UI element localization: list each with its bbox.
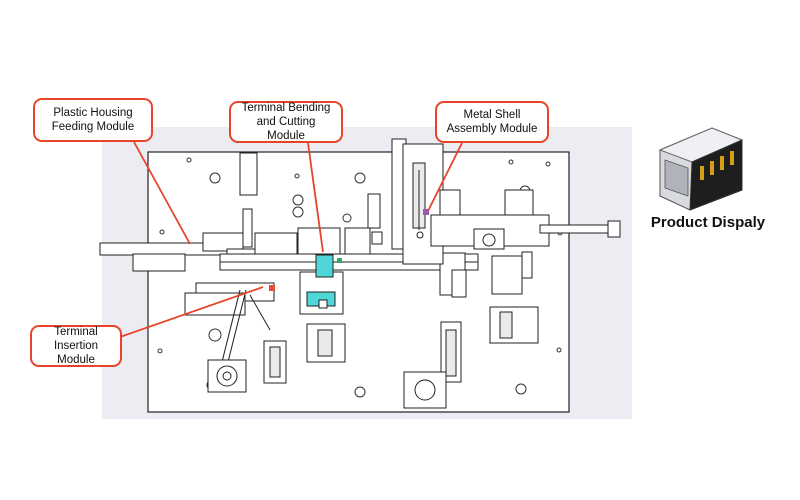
color-marks [269, 209, 429, 291]
leader-insertion [119, 286, 264, 338]
callout-terminal-insertion-module: Terminal Insertion Module [30, 325, 122, 367]
callout-label-line: Terminal Bending [241, 102, 331, 114]
leader-bending [307, 142, 324, 253]
callout-label-line: Module [57, 354, 95, 366]
callout-label-line: Metal Shell [463, 109, 521, 121]
usb-connector-product-image [658, 127, 744, 211]
callout-label-line: Plastic Housing [53, 107, 133, 119]
callout-terminal-bending-cutting-module: Terminal Bending and Cutting Module [229, 101, 343, 143]
leader-housing [133, 141, 191, 245]
callout-label-line: Assembly Module [446, 123, 538, 135]
leader-shell [427, 142, 463, 212]
insertion-module [184, 282, 275, 393]
shell-assembly-module [430, 189, 621, 295]
cutting-module [299, 254, 344, 315]
callout-plastic-housing-feeding-module: Plastic Housing Feeding Module [33, 98, 153, 142]
callout-metal-shell-assembly-module: Metal Shell Assembly Module [435, 101, 549, 143]
callout-label-line: Insertion [53, 340, 99, 352]
terminal-conveyor [219, 227, 479, 298]
callout-label-line: Terminal [54, 326, 98, 338]
callout-label-line: Feeding Module [51, 121, 135, 133]
air-cylinders [263, 306, 539, 409]
callout-label-line: and Cutting Module [256, 116, 316, 142]
product-display-label: Product Dispaly [650, 214, 766, 231]
callout-leader-lines [119, 141, 463, 338]
